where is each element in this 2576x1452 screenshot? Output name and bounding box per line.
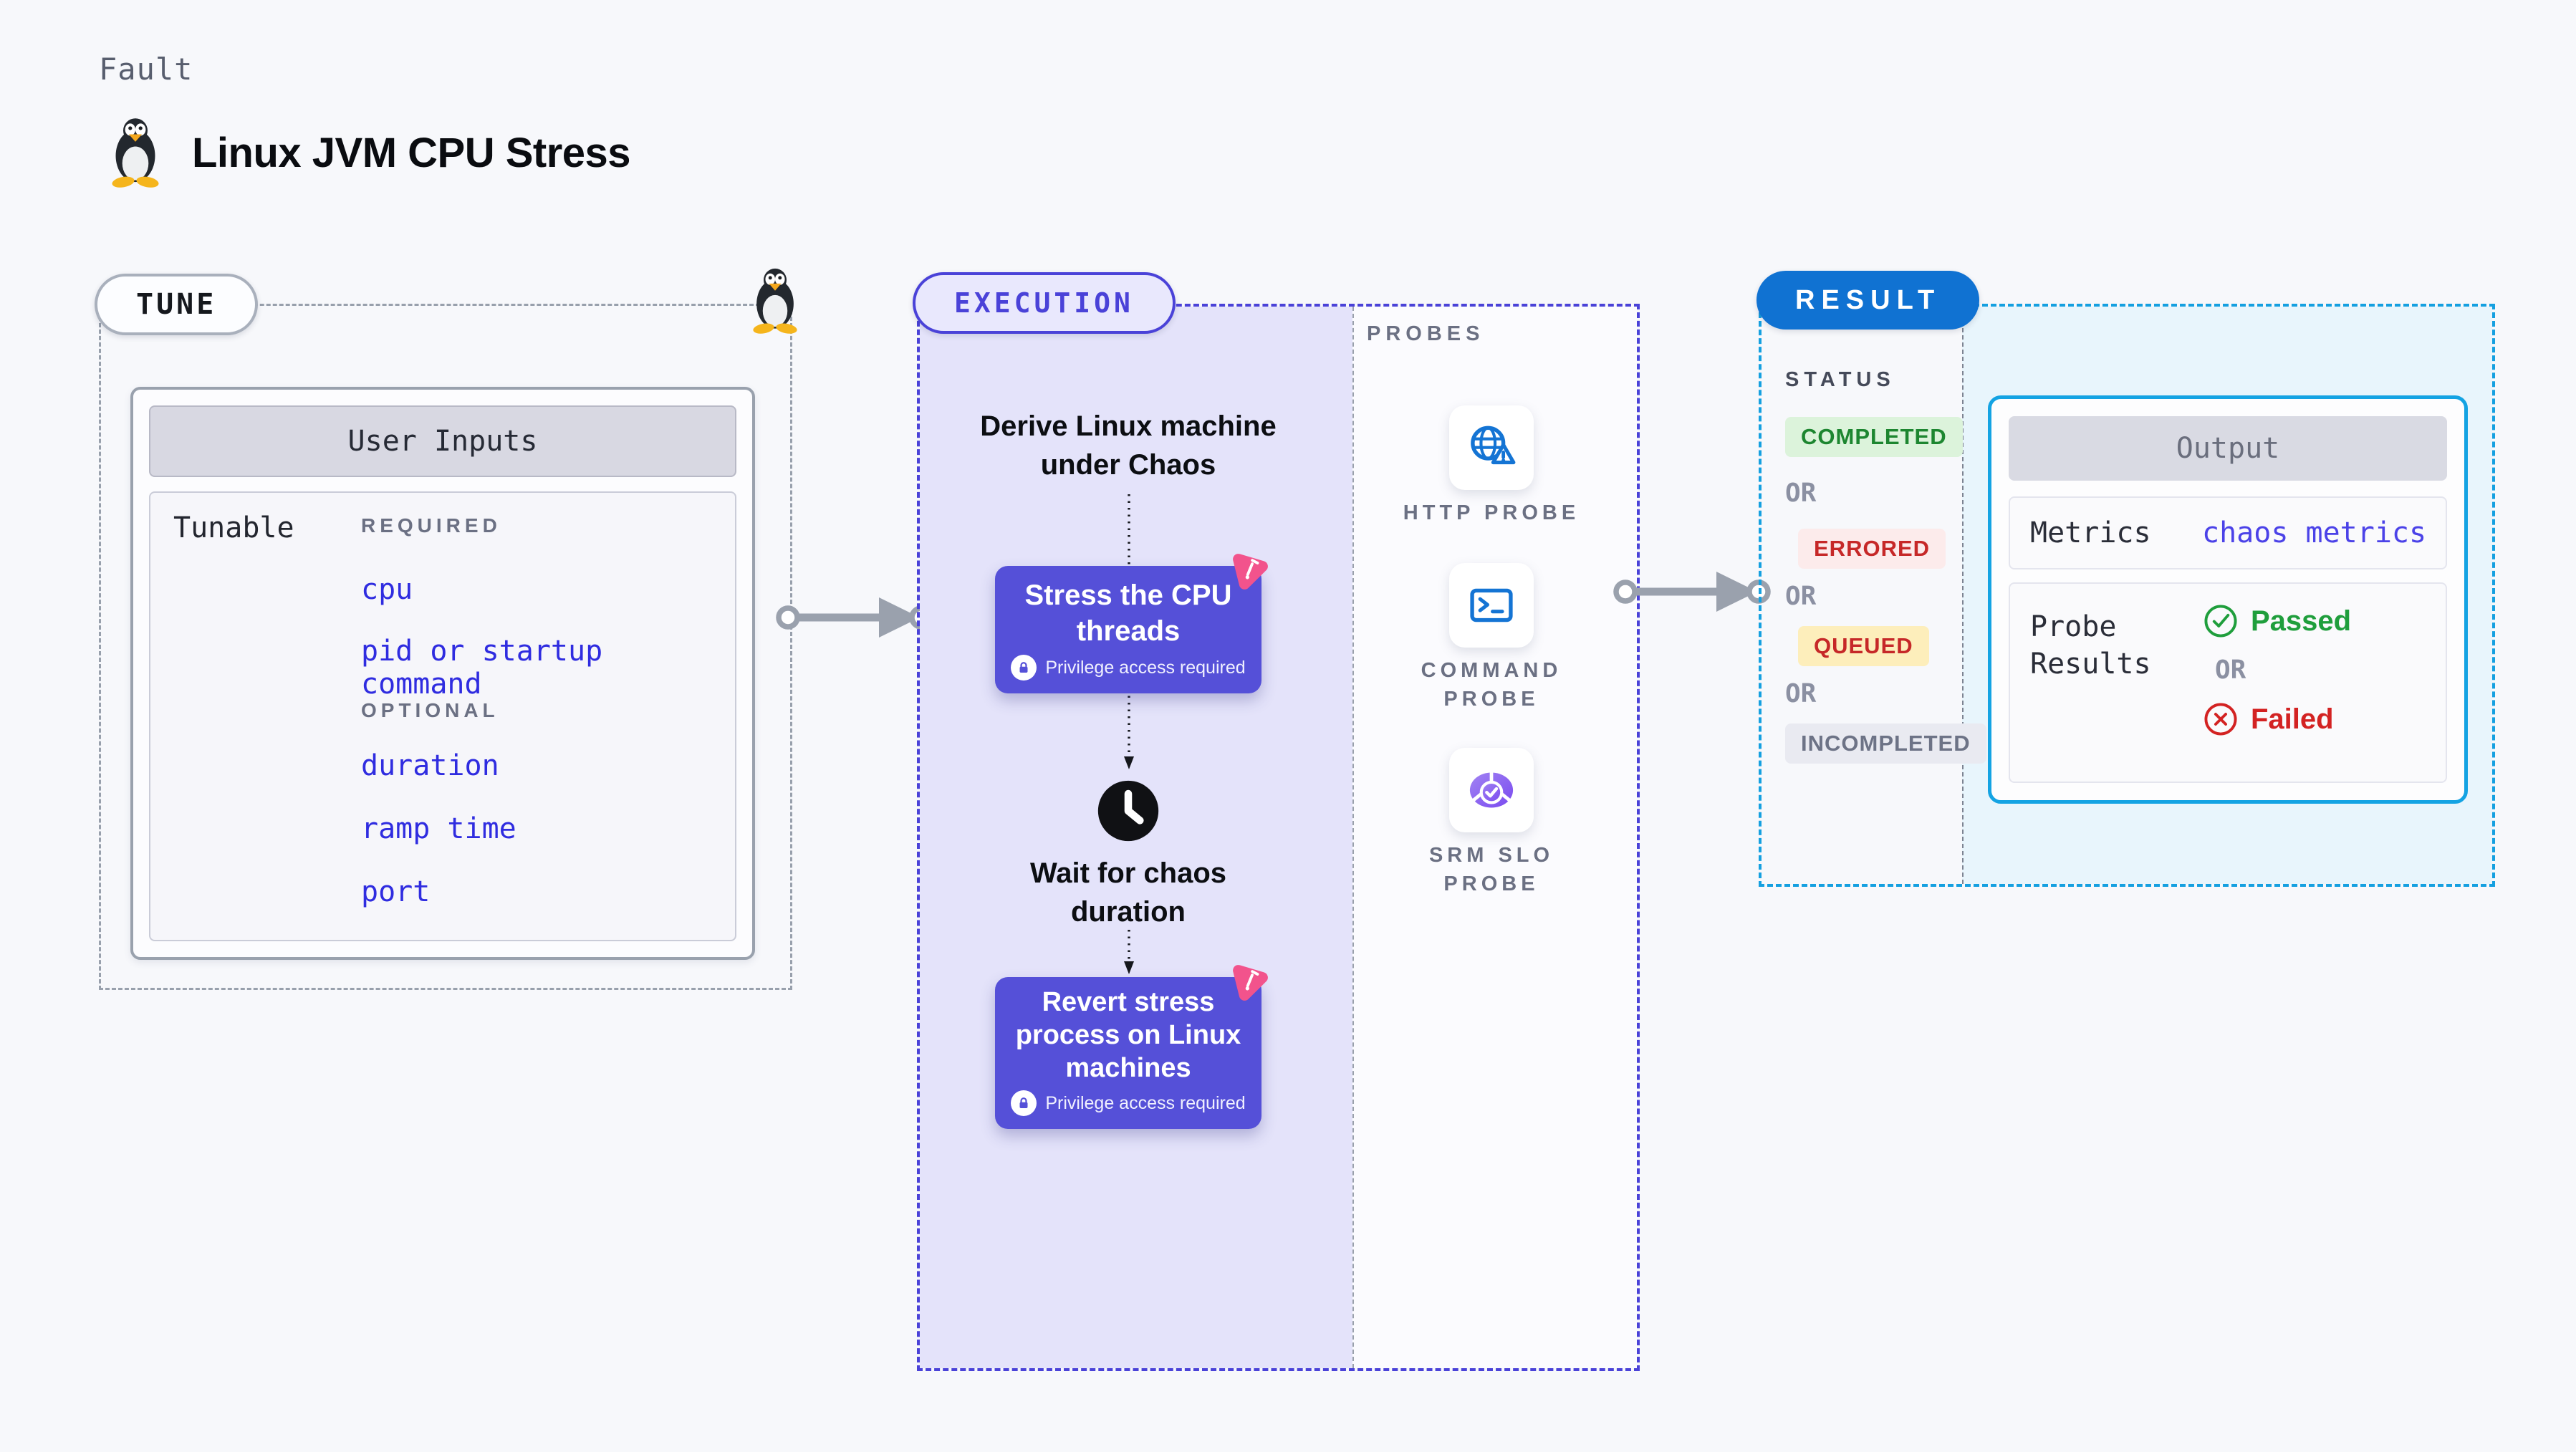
x-circle-icon <box>2204 703 2237 736</box>
arrow-execution-to-result <box>1613 572 1771 612</box>
slo-pie-check-icon <box>1469 772 1514 808</box>
tunable-item-ramp-time[interactable]: ramp time <box>361 812 516 845</box>
check-circle-icon <box>2204 605 2237 638</box>
chaos-atom-icon <box>1233 965 1268 1001</box>
passed-label: Passed <box>2251 605 2352 637</box>
chaos-atom-icon <box>1233 554 1268 590</box>
terminal-icon <box>1470 588 1513 622</box>
failed-label: Failed <box>2251 703 2334 735</box>
globe-warning-icon <box>1471 425 1516 465</box>
or-separator: OR <box>1785 479 1817 508</box>
result-pill: RESULT <box>1756 271 1980 330</box>
linux-tux-icon <box>753 268 797 334</box>
or-separator: OR <box>1785 679 1817 708</box>
derive-step-text: Derive Linux machine under Chaos <box>980 410 1277 481</box>
fault-kicker: Fault <box>99 52 193 87</box>
page-title: Linux JVM CPU Stress <box>192 130 631 176</box>
tunable-item-cpu[interactable]: cpu <box>361 573 413 606</box>
failed-row: Failed <box>2202 701 2351 738</box>
or-separator: OR <box>1785 582 1817 611</box>
metrics-label: Metrics <box>2030 516 2151 549</box>
linux-tux-icon <box>112 118 159 188</box>
http-probe-card[interactable] <box>1449 405 1534 490</box>
user-inputs-card: User Inputs Tunable REQUIRED cpu pid or … <box>130 387 755 960</box>
privilege-label: Privilege access required <box>1045 657 1246 678</box>
execution-pill: EXECUTION <box>913 272 1176 334</box>
tune-pill: TUNE <box>95 274 259 335</box>
optional-label: OPTIONAL <box>361 699 499 721</box>
probe-results-row: Probe Results Passed OR Failed <box>2009 582 2447 783</box>
srm-slo-probe-card[interactable] <box>1449 748 1534 832</box>
status-badge-completed: COMPLETED <box>1785 417 1963 457</box>
metrics-row: Metrics chaos metrics <box>2009 496 2447 569</box>
http-probe-label: HTTP PROBE <box>1403 501 1580 524</box>
user-inputs-title: User Inputs <box>149 405 736 477</box>
tune-section <box>99 304 792 990</box>
status-badge-errored: ERRORED <box>1798 529 1946 569</box>
tunable-panel: Tunable REQUIRED cpu pid or startup comm… <box>149 491 736 941</box>
privilege-row: Privilege access required <box>1011 1090 1246 1116</box>
lock-icon <box>1011 1090 1037 1116</box>
status-label: STATUS <box>1785 368 1895 391</box>
command-probe-card[interactable] <box>1449 563 1534 648</box>
revert-stress-title: Revert stress process on Linux machines <box>1015 987 1241 1083</box>
stress-cpu-node[interactable]: Stress the CPU threads Privilege access … <box>995 566 1261 693</box>
tunable-item-pid-or-startup-command[interactable]: pid or startup command <box>361 635 603 701</box>
probe-results-label: Probe Results <box>2030 610 2151 681</box>
privilege-label: Privilege access required <box>1045 1092 1246 1113</box>
dotted-arrow-down-icon <box>1124 689 1134 769</box>
dotted-arrow-down-icon <box>1124 930 1134 974</box>
tunable-label: Tunable <box>173 511 294 544</box>
status-badge-incompleted: INCOMPLETED <box>1785 723 1986 764</box>
wait-clock-icon <box>1097 780 1159 842</box>
lock-icon <box>1011 655 1037 681</box>
status-badge-queued: QUEUED <box>1798 626 1929 666</box>
output-panel: Output Metrics chaos metrics Probe Resul… <box>1988 395 2468 804</box>
revert-stress-node[interactable]: Revert stress process on Linux machines … <box>995 977 1261 1129</box>
required-label: REQUIRED <box>361 514 501 537</box>
command-probe-label: COMMAND PROBE <box>1421 659 1562 711</box>
or-separator: OR <box>2215 655 2246 685</box>
wait-step-text: Wait for chaos duration <box>1029 857 1227 928</box>
srm-slo-probe-label: SRM SLO PROBE <box>1428 844 1554 895</box>
privilege-row: Privilege access required <box>1011 655 1246 681</box>
output-title: Output <box>2009 416 2447 481</box>
tunable-item-port[interactable]: port <box>361 875 431 908</box>
stress-cpu-title: Stress the CPU threads <box>1024 580 1232 647</box>
passed-row: Passed <box>2202 602 2351 640</box>
arrow-tune-to-execution <box>776 597 933 638</box>
tunable-item-duration[interactable]: duration <box>361 749 499 782</box>
probe-results-values: Passed OR Failed <box>2202 602 2351 738</box>
probes-label: PROBES <box>1367 322 1485 345</box>
metrics-value-link[interactable]: chaos metrics <box>2202 516 2427 549</box>
